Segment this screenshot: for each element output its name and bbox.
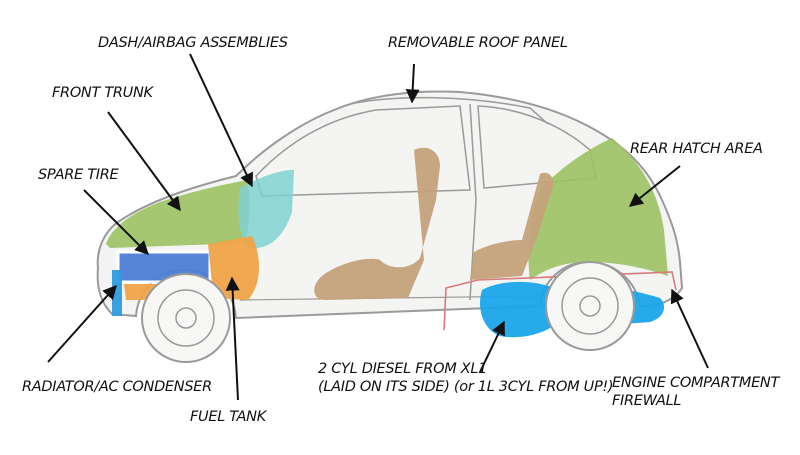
arrow-front-trunk xyxy=(107,111,181,212)
label-fuel-tank: FUEL TANK xyxy=(190,409,266,425)
arrow-spare-tire xyxy=(83,189,149,255)
front-wheel xyxy=(141,273,231,363)
front-trunk-region xyxy=(106,180,250,248)
arrow-fuel-tank xyxy=(225,276,240,401)
dash-airbag-region xyxy=(238,170,294,249)
label-radiator: RADIATOR/AC CONDENSER xyxy=(22,379,212,395)
arrow-engine xyxy=(479,320,505,373)
label-engine: 2 CYL DIESEL FROM XL1 (LAID ON ITS SIDE)… xyxy=(318,360,614,396)
arrow-rear-hatch xyxy=(628,165,681,207)
roof-panel-outline xyxy=(349,96,549,125)
label-engine-line1: 2 CYL DIESEL FROM XL1 xyxy=(318,361,488,377)
label-firewall-line2: FIREWALL xyxy=(612,393,682,409)
label-firewall-line1: ENGINE COMPARTMENT xyxy=(612,375,780,391)
arrow-dash-airbag xyxy=(189,53,253,188)
radiator-region xyxy=(112,270,122,316)
label-engine-line2: (LAID ON ITS SIDE) (or 1L 3CYL FROM UP!) xyxy=(318,379,614,395)
rear-hatch-region xyxy=(528,138,668,280)
label-dash-airbag: DASH/AIRBAG ASSEMBLIES xyxy=(98,35,288,51)
label-roof-panel: REMOVABLE ROOF PANEL xyxy=(388,35,568,51)
front-seat xyxy=(314,147,440,300)
rear-seat xyxy=(470,172,554,280)
firewall-line xyxy=(443,271,677,331)
label-front-trunk: FRONT TRUNK xyxy=(52,85,153,101)
label-spare-tire: SPARE TIRE xyxy=(38,167,119,183)
arrow-roof-panel xyxy=(405,63,420,104)
side-window-outline xyxy=(255,105,471,197)
arrow-firewall xyxy=(670,288,709,369)
label-rear-hatch: REAR HATCH AREA xyxy=(630,141,763,157)
rear-wheel xyxy=(545,261,635,351)
label-firewall: ENGINE COMPARTMENT FIREWALL xyxy=(612,374,779,410)
arrow-radiator xyxy=(47,284,117,363)
